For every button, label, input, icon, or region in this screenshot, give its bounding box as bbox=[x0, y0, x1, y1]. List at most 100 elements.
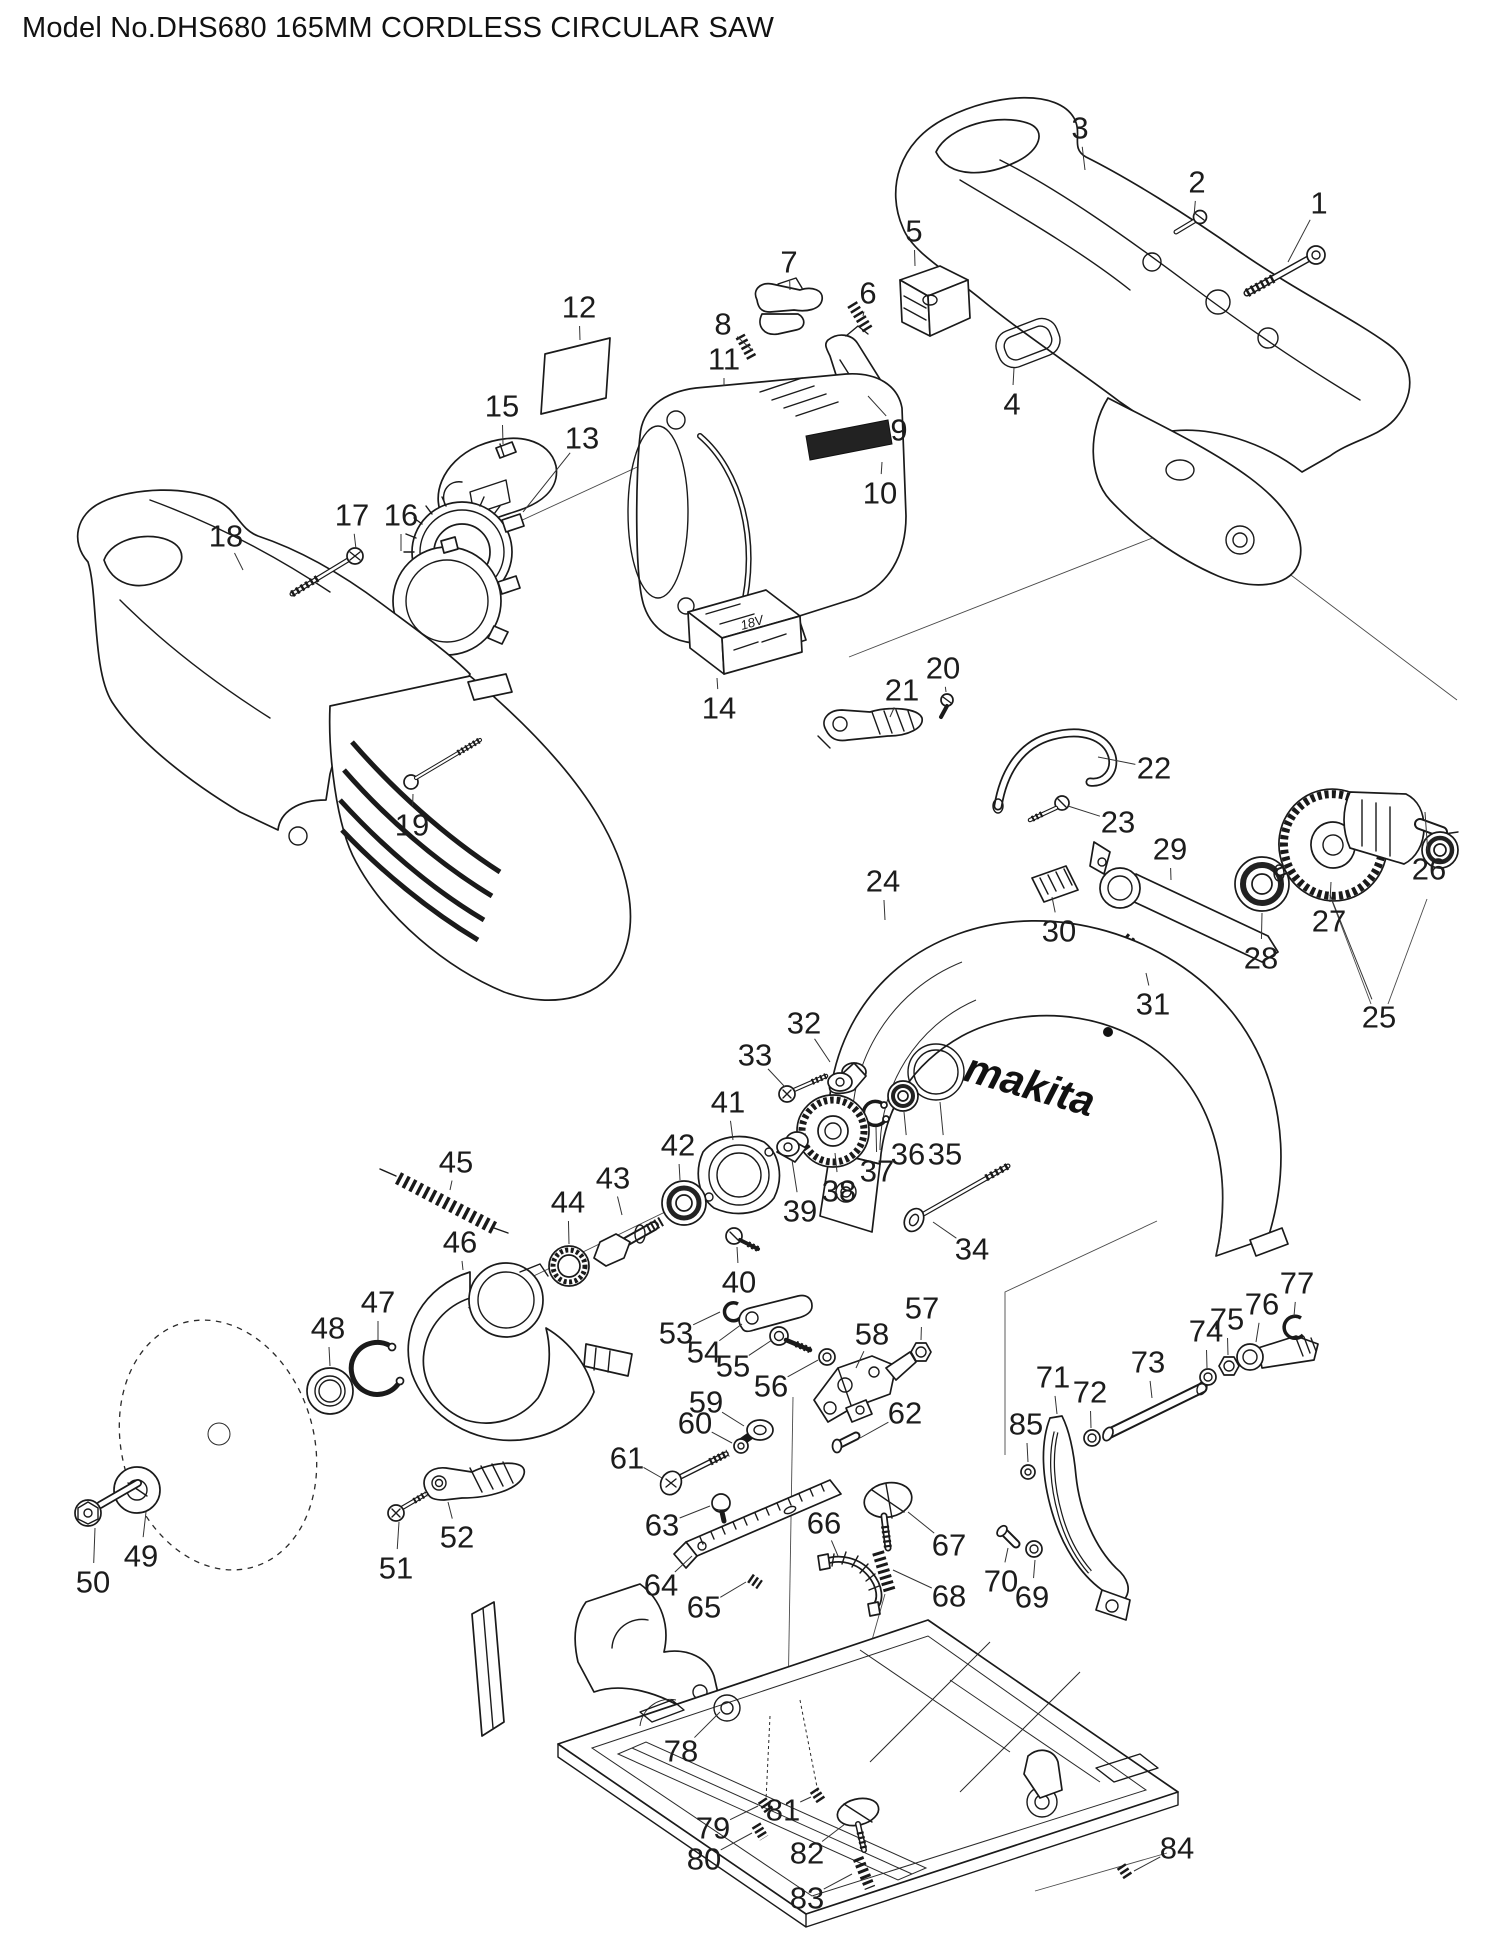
leader-line-69 bbox=[1033, 1559, 1036, 1579]
part-number-42: 42 bbox=[661, 1128, 695, 1163]
part-callout-44: 44 bbox=[551, 1185, 585, 1245]
part-callout-68: 68 bbox=[892, 1569, 966, 1614]
part-callout-5: 5 bbox=[905, 214, 923, 267]
screw-20 bbox=[939, 693, 954, 719]
handle-housing-right bbox=[894, 96, 1411, 586]
leader-line-37 bbox=[875, 1126, 878, 1153]
part-callout-61: 61 bbox=[610, 1441, 663, 1479]
part-number-77: 77 bbox=[1280, 1266, 1314, 1301]
part-number-81: 81 bbox=[766, 1793, 800, 1828]
e-ring-77 bbox=[1282, 1314, 1305, 1341]
ring-60 bbox=[733, 1438, 749, 1454]
safety-cover-46 bbox=[407, 1262, 633, 1442]
leader-line-71 bbox=[1054, 1395, 1058, 1415]
part-number-56: 56 bbox=[754, 1369, 788, 1404]
controller-marking: 18V bbox=[739, 612, 767, 633]
part-number-50: 50 bbox=[76, 1565, 110, 1600]
part-callout-53: 53 bbox=[659, 1311, 721, 1351]
part-callout-62: 62 bbox=[859, 1396, 922, 1439]
part-number-5: 5 bbox=[905, 214, 922, 249]
bolt-1 bbox=[1243, 245, 1326, 297]
helical-gear-38 bbox=[796, 1094, 870, 1168]
leader-line-48 bbox=[328, 1346, 331, 1367]
leader-line-41 bbox=[729, 1120, 734, 1141]
part-callout-18: 18 bbox=[209, 519, 244, 571]
leader-line-25 bbox=[1329, 894, 1373, 1000]
set-screw-79 bbox=[757, 1797, 775, 1815]
leader-line-61 bbox=[643, 1466, 663, 1479]
part-number-1: 1 bbox=[1310, 186, 1327, 221]
leader-line-50 bbox=[93, 1527, 96, 1564]
shaft-lock-lever-29 bbox=[1089, 841, 1279, 963]
bearing-36 bbox=[887, 1080, 919, 1112]
quadrant-lever-71 bbox=[1042, 1415, 1131, 1621]
part-number-25: 25 bbox=[1362, 1000, 1396, 1035]
spring-8 bbox=[735, 333, 757, 361]
part-number-76: 76 bbox=[1245, 1287, 1279, 1322]
leader-line-8 bbox=[736, 336, 753, 351]
part-number-45: 45 bbox=[439, 1145, 473, 1180]
inner-flange-48 bbox=[306, 1367, 354, 1415]
part-number-73: 73 bbox=[1131, 1345, 1165, 1380]
screw-17 bbox=[289, 547, 364, 597]
leader-line-1 bbox=[1287, 219, 1311, 263]
part-callout-28: 28 bbox=[1244, 912, 1278, 976]
part-number-59: 59 bbox=[689, 1385, 723, 1420]
part-number-83: 83 bbox=[790, 1881, 824, 1916]
wing-bolt-82 bbox=[836, 1797, 880, 1853]
leader-line-39 bbox=[791, 1159, 798, 1193]
clamp-knob-67 bbox=[863, 1481, 913, 1552]
part-callout-1: 1 bbox=[1287, 186, 1328, 263]
washer-56 bbox=[818, 1348, 836, 1366]
part-callout-66: 66 bbox=[807, 1506, 841, 1557]
part-number-75: 75 bbox=[1210, 1302, 1244, 1337]
part-callout-73: 73 bbox=[1131, 1345, 1165, 1399]
leader-line-4 bbox=[1012, 367, 1015, 386]
part-number-62: 62 bbox=[888, 1396, 922, 1431]
leader-line-33 bbox=[767, 1068, 786, 1088]
part-number-28: 28 bbox=[1244, 941, 1278, 976]
gasket-4 bbox=[995, 317, 1061, 369]
leader-line-23 bbox=[1067, 805, 1101, 817]
part-callout-23: 23 bbox=[1067, 805, 1135, 840]
leader-line-46 bbox=[461, 1260, 464, 1271]
part-callout-49: 49 bbox=[124, 1511, 158, 1574]
screw-51 bbox=[387, 1491, 429, 1522]
part-callout-14: 14 bbox=[702, 677, 736, 726]
leader-line-76 bbox=[1255, 1322, 1260, 1343]
leader-line-83 bbox=[823, 1873, 853, 1890]
leader-line-63 bbox=[679, 1505, 711, 1519]
leader-line-62 bbox=[859, 1421, 889, 1439]
part-callout-52: 52 bbox=[440, 1501, 474, 1555]
part-number-11: 11 bbox=[708, 342, 740, 377]
screw-2 bbox=[1173, 209, 1208, 235]
washer-85 bbox=[1020, 1464, 1036, 1480]
leader-line-34 bbox=[932, 1221, 957, 1239]
part-number-66: 66 bbox=[807, 1506, 841, 1541]
part-callout-56: 56 bbox=[754, 1359, 819, 1404]
part-callout-76: 76 bbox=[1245, 1287, 1279, 1343]
leader-line-15 bbox=[501, 424, 504, 445]
leader-line-38 bbox=[834, 1152, 838, 1173]
ring-35 bbox=[907, 1043, 965, 1101]
part-callout-40: 40 bbox=[722, 1246, 756, 1300]
bearing-box-41 bbox=[697, 1135, 781, 1215]
leader-line-13 bbox=[522, 452, 571, 513]
name-plate-12 bbox=[540, 337, 611, 415]
part-number-84: 84 bbox=[1160, 1831, 1194, 1866]
base-plate-78 bbox=[557, 1619, 1179, 1928]
part-callout-45: 45 bbox=[439, 1145, 473, 1191]
part-callout-8: 8 bbox=[714, 307, 753, 351]
leader-line-59 bbox=[721, 1411, 745, 1427]
spring-83 bbox=[852, 1855, 876, 1891]
leader-line-56 bbox=[787, 1359, 819, 1378]
outer-flange-49 bbox=[113, 1466, 161, 1514]
spring-45 bbox=[379, 1168, 509, 1234]
part-number-74: 74 bbox=[1189, 1314, 1223, 1349]
part-callout-46: 46 bbox=[443, 1225, 477, 1271]
part-callout-11: 11 bbox=[708, 342, 740, 386]
part-number-61: 61 bbox=[610, 1441, 644, 1476]
spacer-32 bbox=[827, 1062, 867, 1095]
part-callout-72: 72 bbox=[1073, 1375, 1107, 1429]
leader-line-85 bbox=[1026, 1442, 1029, 1463]
